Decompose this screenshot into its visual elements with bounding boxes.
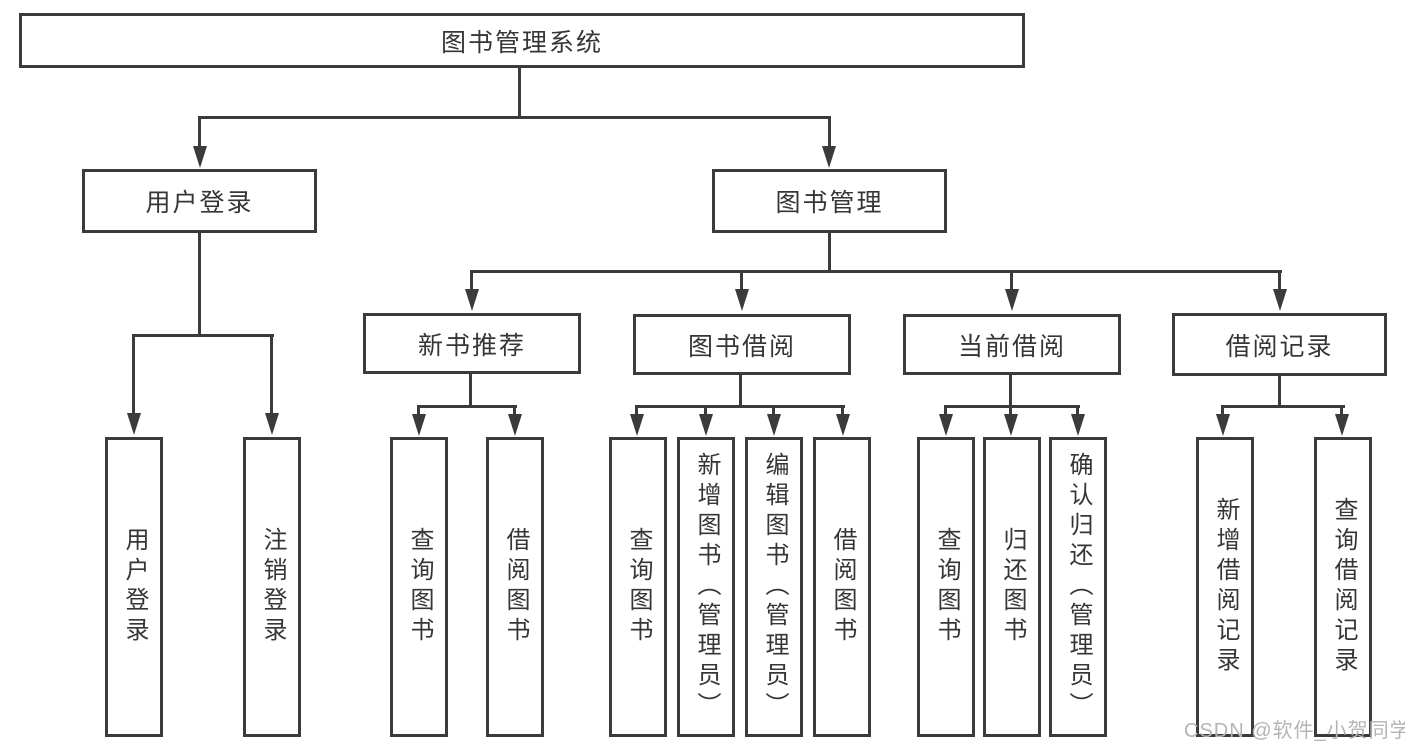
node-user-login: 用户登录	[82, 169, 317, 233]
connector-root-stem	[518, 68, 521, 119]
arrow-down-icon	[508, 414, 522, 436]
connector-current-crossbar	[944, 405, 1080, 408]
connector-newbook-drop	[513, 405, 516, 416]
node-root-library-management-system: 图书管理系统	[19, 13, 1025, 68]
arrow-down-icon	[939, 414, 953, 436]
connector-bookmgmt-drop	[1278, 270, 1281, 291]
leaf-records-add-record: 新增借阅记录	[1196, 437, 1254, 737]
arrow-down-icon	[1216, 414, 1230, 436]
connector-root-drop-right	[828, 116, 831, 150]
node-current-borrowing: 当前借阅	[903, 314, 1121, 375]
connector-bookmgmt-crossbar	[470, 270, 1282, 273]
connector-current-drop	[1009, 405, 1012, 416]
connector-userlogin-drop	[132, 334, 135, 416]
node-borrowing-records: 借阅记录	[1172, 313, 1387, 376]
connector-borrowing-stem	[739, 375, 742, 407]
connector-borrowing-drop	[841, 405, 844, 416]
arrow-down-icon	[127, 413, 141, 435]
connector-records-drop	[1340, 405, 1343, 416]
connector-borrowing-crossbar	[635, 405, 845, 408]
arrow-down-icon	[1005, 289, 1019, 311]
connector-bookmgmt-drop	[470, 270, 473, 291]
leaf-user-login: 用户登录	[105, 437, 163, 737]
arrow-down-icon	[767, 414, 781, 436]
node-book-management: 图书管理	[712, 169, 947, 233]
leaf-current-query-book: 查询图书	[917, 437, 975, 737]
leaf-logout: 注销登录	[243, 437, 301, 737]
connector-newbook-stem	[469, 374, 472, 407]
arrow-down-icon	[465, 289, 479, 311]
connector-borrowing-drop	[772, 405, 775, 416]
node-book-borrowing: 图书借阅	[633, 314, 851, 375]
connector-userlogin-drop	[270, 334, 273, 416]
leaf-current-confirm-return-admin: 确认归还（管理员）	[1049, 437, 1107, 737]
connector-userlogin-crossbar	[132, 334, 274, 337]
arrow-down-icon	[265, 413, 279, 435]
connector-current-stem	[1009, 375, 1012, 407]
connector-userlogin-stem	[198, 233, 201, 336]
connector-root-crossbar	[198, 116, 831, 119]
arrow-down-icon	[699, 414, 713, 436]
connector-newbook-crossbar	[417, 405, 517, 408]
connector-root-drop-left	[198, 116, 201, 150]
arrow-down-icon	[412, 414, 426, 436]
connector-borrowing-drop	[635, 405, 638, 416]
connector-current-drop	[1076, 405, 1079, 416]
leaf-newbook-query-book: 查询图书	[390, 437, 448, 737]
connector-newbook-drop	[417, 405, 420, 416]
connector-records-drop	[1221, 405, 1224, 416]
arrow-down-icon	[1004, 414, 1018, 436]
arrow-down-icon	[193, 146, 207, 168]
leaf-records-query-record: 查询借阅记录	[1314, 437, 1372, 737]
connector-bookmgmt-drop	[740, 270, 743, 291]
leaf-current-return-book: 归还图书	[983, 437, 1041, 737]
node-new-book-recommendation: 新书推荐	[363, 313, 581, 374]
connector-records-crossbar	[1221, 405, 1345, 408]
csdn-watermark: CSDN @软件_小贺同学	[1184, 720, 1405, 742]
leaf-borrowing-query-book: 查询图书	[609, 437, 667, 737]
arrow-down-icon	[735, 289, 749, 311]
arrow-down-icon	[1273, 289, 1287, 311]
arrow-down-icon	[822, 146, 836, 168]
arrow-down-icon	[836, 414, 850, 436]
arrow-down-icon	[1335, 414, 1349, 436]
arrow-down-icon	[1071, 414, 1085, 436]
connector-current-drop	[944, 405, 947, 416]
arrow-down-icon	[630, 414, 644, 436]
connector-records-stem	[1278, 376, 1281, 407]
connector-bookmgmt-stem	[828, 233, 831, 272]
connector-borrowing-drop	[704, 405, 707, 416]
leaf-borrowing-edit-book-admin: 编辑图书（管理员）	[745, 437, 803, 737]
leaf-newbook-borrow-book: 借阅图书	[486, 437, 544, 737]
leaf-borrowing-borrow-book: 借阅图书	[813, 437, 871, 737]
leaf-borrowing-add-book-admin: 新增图书（管理员）	[677, 437, 735, 737]
connector-bookmgmt-drop	[1010, 270, 1013, 291]
